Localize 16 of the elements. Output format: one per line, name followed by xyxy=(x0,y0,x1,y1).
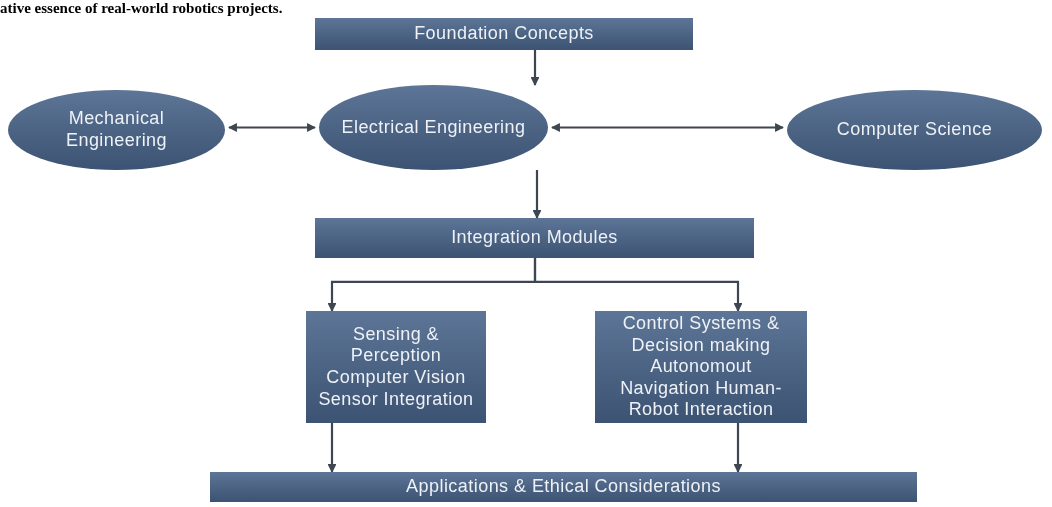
cut-off-caption: ative essence of real-world robotics projects. xyxy=(0,0,283,17)
process-box: Foundation Concepts xyxy=(315,18,693,50)
process-box: Sensing & Perception Computer Vision Sensor Integration xyxy=(306,311,486,423)
arrow xyxy=(530,50,540,86)
arrow xyxy=(532,170,542,219)
arrow xyxy=(533,258,743,312)
arrow xyxy=(327,423,337,473)
process-box: Applications & Ethical Considerations xyxy=(210,472,917,502)
ellipse-node: Computer Science xyxy=(787,90,1042,170)
arrow xyxy=(228,123,316,132)
ellipse-node: Mechanical Engineering xyxy=(8,90,225,170)
arrow xyxy=(551,123,784,132)
ellipse-node: Electrical Engineering xyxy=(319,85,548,170)
arrow xyxy=(733,423,743,473)
process-box: Control Systems & Decision making Autonomout Navigation Human-Robot Interaction xyxy=(595,311,807,423)
process-box: Integration Modules xyxy=(315,218,754,258)
